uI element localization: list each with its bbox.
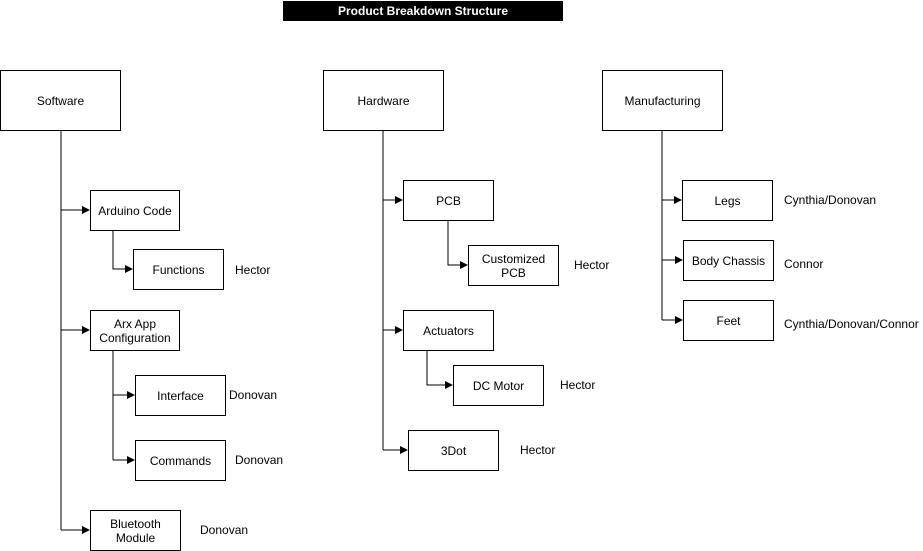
node-hardware: Hardware [323, 70, 444, 131]
diagram-title: Product Breakdown Structure [283, 1, 563, 21]
owner-dc-motor: Hector [560, 378, 596, 392]
node-bluetooth-module: Bluetooth Module [90, 510, 181, 551]
node-arduino-code: Arduino Code [90, 190, 180, 231]
edge-arduino-functions [112, 230, 133, 273]
node-dc-motor: DC Motor [453, 365, 544, 406]
node-commands: Commands [135, 440, 226, 481]
owner-bluetooth: Donovan [200, 523, 249, 537]
node-manufacturing: Manufacturing [602, 70, 723, 131]
owner-legs: Cynthia/Donovan [784, 193, 877, 207]
node-functions: Functions [133, 249, 224, 290]
node-actuators: Actuators [403, 310, 494, 351]
owner-body-chassis: Connor [784, 257, 824, 271]
node-feet: Feet [683, 300, 774, 341]
node-interface: Interface [135, 375, 226, 416]
node-3dot: 3Dot [408, 430, 499, 471]
node-customized-pcb: Customized PCB [468, 245, 559, 286]
edge-actuators-dcmotor [426, 350, 453, 389]
owner-feet: Cynthia/Donovan/Connor [784, 317, 919, 331]
node-body-chassis: Body Chassis [683, 240, 774, 281]
node-pcb: PCB [403, 180, 494, 221]
owner-customized-pcb: Hector [574, 258, 610, 272]
node-legs: Legs [682, 180, 773, 221]
owner-functions: Hector [235, 263, 271, 277]
owner-interface: Donovan [229, 388, 278, 402]
node-software: Software [0, 70, 121, 131]
owner-commands: Donovan [235, 453, 284, 467]
edge-pcb-customized [447, 220, 468, 269]
node-arx-app-configuration: Arx App Configuration [90, 310, 180, 351]
owner-3dot: Hector [520, 443, 556, 457]
